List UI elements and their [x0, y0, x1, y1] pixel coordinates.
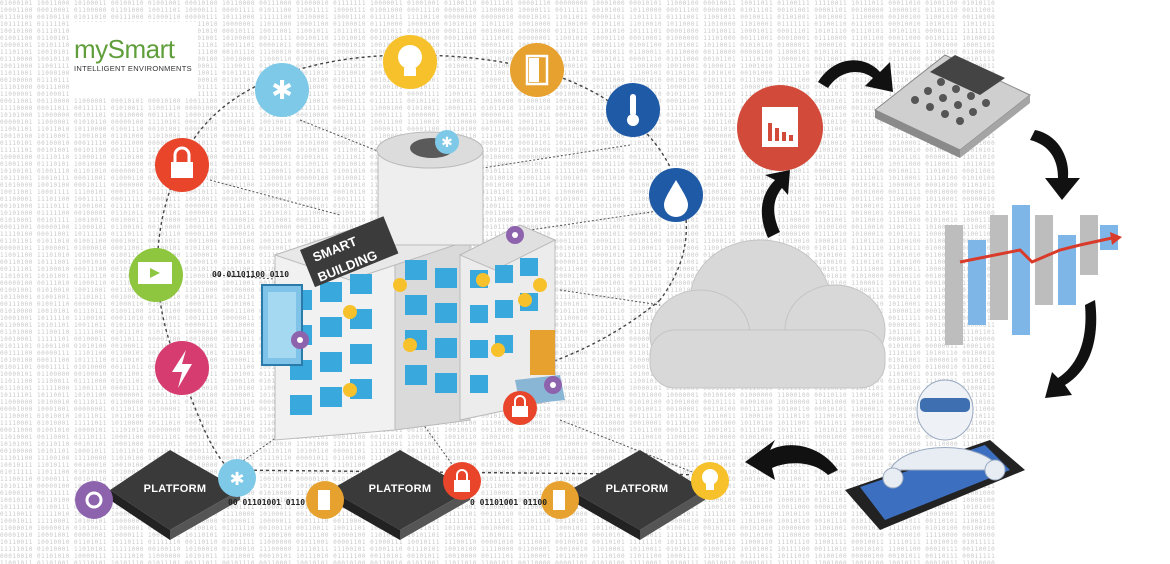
lock-icon	[443, 462, 481, 500]
arrow-left-icon	[745, 440, 838, 480]
calculator-icon	[874, 54, 1031, 158]
gear-icon	[544, 376, 562, 394]
door-icon	[541, 481, 579, 519]
platform-label-3: PLATFORM	[605, 483, 669, 495]
building-small-icons	[343, 273, 547, 397]
binary-strip: 00 01101100 0110	[212, 270, 290, 279]
water-drop-icon	[649, 168, 703, 222]
report-chart-icon	[737, 85, 823, 171]
door-icon	[306, 481, 344, 519]
lock-icon	[503, 391, 537, 425]
flow-arrows	[745, 60, 1097, 480]
snowflake-icon: ✱	[255, 63, 309, 117]
door-icon	[510, 43, 564, 97]
platform-1	[110, 450, 240, 540]
svg-text:✱: ✱	[441, 135, 453, 151]
arrow-right-icon	[818, 60, 893, 92]
platform-2	[330, 450, 470, 540]
gear-icon	[291, 331, 309, 349]
screen-icon	[129, 248, 183, 302]
robot-tablet-icon	[845, 379, 1025, 530]
binary-strip: 0 01101001 01100	[470, 498, 548, 507]
arrow-up-icon	[761, 170, 790, 238]
arrow-down-icon	[1030, 130, 1080, 200]
gear-icon	[506, 226, 524, 244]
lightning-icon	[155, 341, 209, 395]
binary-strip: 00 01101001 0110	[228, 498, 306, 507]
arrow-down-left-icon	[1045, 300, 1097, 398]
svg-text:✱: ✱	[229, 469, 244, 490]
snowflake-icon: ✱	[218, 459, 256, 497]
thermometer-icon	[606, 83, 660, 137]
mysmart-logo: mySmart INTELLIGENT ENVIRONMENTS	[70, 22, 198, 98]
platform-label-2: PLATFORM	[368, 483, 432, 495]
bar-graph-icon	[945, 205, 1122, 345]
svg-text:✱: ✱	[271, 76, 293, 106]
lightbulb-icon	[691, 462, 729, 500]
logo-tagline: INTELLIGENT ENVIRONMENTS	[74, 64, 192, 73]
gear-icon	[75, 481, 113, 519]
logo-name: mySmart	[74, 34, 175, 64]
cloud-icon	[649, 239, 886, 389]
lock-icon	[155, 138, 209, 192]
platform-3	[570, 450, 705, 540]
platform-label-1: PLATFORM	[143, 483, 207, 495]
snowflake-icon: ✱	[435, 130, 459, 154]
lightbulb-icon	[383, 35, 437, 89]
